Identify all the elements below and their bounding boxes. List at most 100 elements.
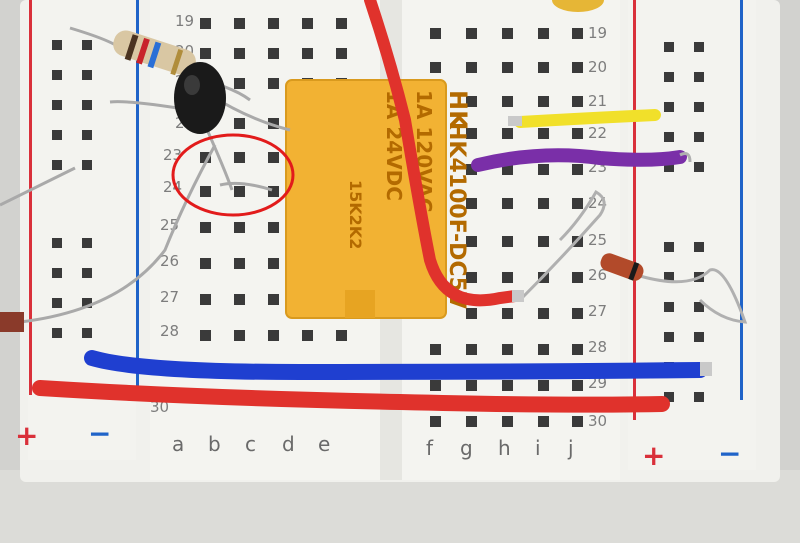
terminal-hole	[466, 198, 477, 209]
svg-text:15K2K2: 15K2K2	[346, 180, 365, 249]
terminal-hole	[538, 198, 549, 209]
terminal-hole	[538, 236, 549, 247]
terminal-hole	[502, 272, 513, 283]
terminal-hole	[430, 344, 441, 355]
terminal-hole	[502, 62, 513, 73]
svg-text:a: a	[172, 432, 184, 456]
terminal-hole	[268, 78, 279, 89]
svg-text:20: 20	[588, 58, 607, 76]
rail-blue-line	[136, 0, 139, 395]
resistor	[69, 26, 251, 102]
terminal-hole	[538, 308, 549, 319]
terminal-hole	[572, 416, 583, 427]
terminal-hole	[466, 344, 477, 355]
svg-text:f: f	[426, 436, 434, 460]
terminal-hole	[200, 186, 211, 197]
terminal-hole	[538, 380, 549, 391]
rail-plus-left: +	[15, 419, 38, 452]
terminal-hole	[200, 258, 211, 269]
red-wire-vertical	[364, 0, 524, 307]
terminal-hole	[466, 28, 477, 39]
terminal-hole	[268, 186, 279, 197]
svg-text:27: 27	[160, 288, 179, 306]
svg-text:30: 30	[588, 412, 607, 430]
yellow-wire	[508, 109, 661, 128]
terminal-hole	[268, 152, 279, 163]
terminal-hole	[466, 416, 477, 427]
svg-text:g: g	[460, 436, 473, 460]
terminal-hole	[572, 380, 583, 391]
terminal-hole	[268, 294, 279, 305]
column-letters-right: f g h i j	[426, 436, 574, 460]
terminal-hole	[538, 128, 549, 139]
component-left-edge	[0, 312, 24, 332]
red-wire-horizontal	[32, 380, 670, 413]
terminal-hole	[234, 258, 245, 269]
terminal-hole	[572, 198, 583, 209]
rail-minus-left: −	[88, 417, 111, 450]
terminal-hole	[572, 128, 583, 139]
terminal-hole	[502, 308, 513, 319]
svg-text:27: 27	[588, 302, 607, 320]
svg-text:26: 26	[160, 252, 179, 270]
terminal-hole	[430, 416, 441, 427]
purple-wire	[471, 148, 692, 172]
terminal-hole	[502, 198, 513, 209]
rail-plus-right: +	[642, 439, 665, 472]
svg-text:28: 28	[588, 338, 607, 356]
terminal-hole	[466, 308, 477, 319]
transistor	[109, 62, 291, 191]
terminal-hole	[502, 96, 513, 107]
terminal-hole	[572, 308, 583, 319]
svg-text:21: 21	[588, 92, 607, 110]
terminal-hole	[502, 416, 513, 427]
terminal-hole	[234, 186, 245, 197]
terminal-hole	[572, 28, 583, 39]
terminal-hole	[502, 164, 513, 175]
svg-text:d: d	[282, 432, 295, 456]
terminal-hole	[200, 294, 211, 305]
diode	[518, 189, 748, 324]
terminal-hole	[234, 48, 245, 59]
terminal-hole	[268, 18, 279, 29]
column-letters-left: a b c d e	[172, 432, 330, 456]
terminal-hole	[430, 28, 441, 39]
svg-text:19: 19	[588, 24, 607, 42]
blue-wire	[84, 350, 712, 381]
terminal-hole	[234, 78, 245, 89]
terminal-hole	[268, 330, 279, 341]
right-power-rail	[628, 0, 756, 470]
svg-text:c: c	[245, 432, 256, 456]
capacitor	[552, 0, 604, 12]
terminal-hole	[572, 272, 583, 283]
terminal-hole	[268, 48, 279, 59]
terminal-hole	[336, 330, 347, 341]
terminal-hole	[336, 18, 347, 29]
terminal-hole	[234, 330, 245, 341]
terminal-hole	[466, 272, 477, 283]
terminal-hole	[502, 128, 513, 139]
svg-text:i: i	[535, 436, 541, 460]
terminal-hole	[466, 380, 477, 391]
svg-text:HK: HK	[444, 90, 472, 130]
rail-red-line	[29, 0, 32, 395]
terminal-hole	[538, 344, 549, 355]
terminal-hole	[466, 236, 477, 247]
svg-text:j: j	[567, 436, 574, 460]
terminal-hole	[336, 48, 347, 59]
highlight-circle	[171, 133, 295, 217]
svg-text:h: h	[498, 436, 511, 460]
terminal-hole	[234, 118, 245, 129]
terminal-hole	[572, 164, 583, 175]
terminal-hole	[302, 18, 313, 29]
terminal-hole	[538, 62, 549, 73]
terminal-hole	[538, 416, 549, 427]
svg-text:26: 26	[588, 266, 607, 284]
terminal-hole	[268, 118, 279, 129]
svg-text:HK4100F-DC5V: HK4100F-DC5V	[444, 122, 469, 309]
terminal-hole	[572, 62, 583, 73]
svg-text:e: e	[318, 432, 330, 456]
terminal-hole	[430, 380, 441, 391]
terminal-hole	[200, 330, 211, 341]
svg-text:28: 28	[160, 322, 179, 340]
